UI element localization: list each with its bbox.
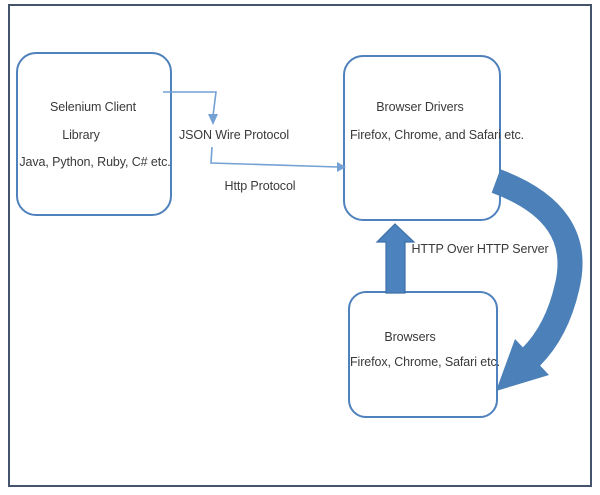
outer-frame xyxy=(8,4,592,487)
browsers-line-1: Browsers xyxy=(384,330,436,344)
node-browser-drivers xyxy=(343,55,501,221)
browsers-line-2: Firefox, Chrome, Safari etc. xyxy=(349,355,501,369)
selenium-line-1: Selenium Client xyxy=(49,100,137,114)
drivers-line-2: Firefox, Chrome, and Safari etc. xyxy=(350,128,524,142)
label-json-wire-protocol: JSON Wire Protocol xyxy=(178,128,290,142)
node-selenium-client-library xyxy=(16,52,172,216)
selenium-line-2: Library xyxy=(62,128,100,142)
label-http-protocol: Http Protocol xyxy=(224,179,296,193)
label-http-over-http-server: HTTP Over HTTP Server xyxy=(411,242,549,256)
selenium-line-3: Java, Python, Ruby, C# etc. xyxy=(19,155,171,169)
drivers-line-1: Browser Drivers xyxy=(376,100,464,114)
